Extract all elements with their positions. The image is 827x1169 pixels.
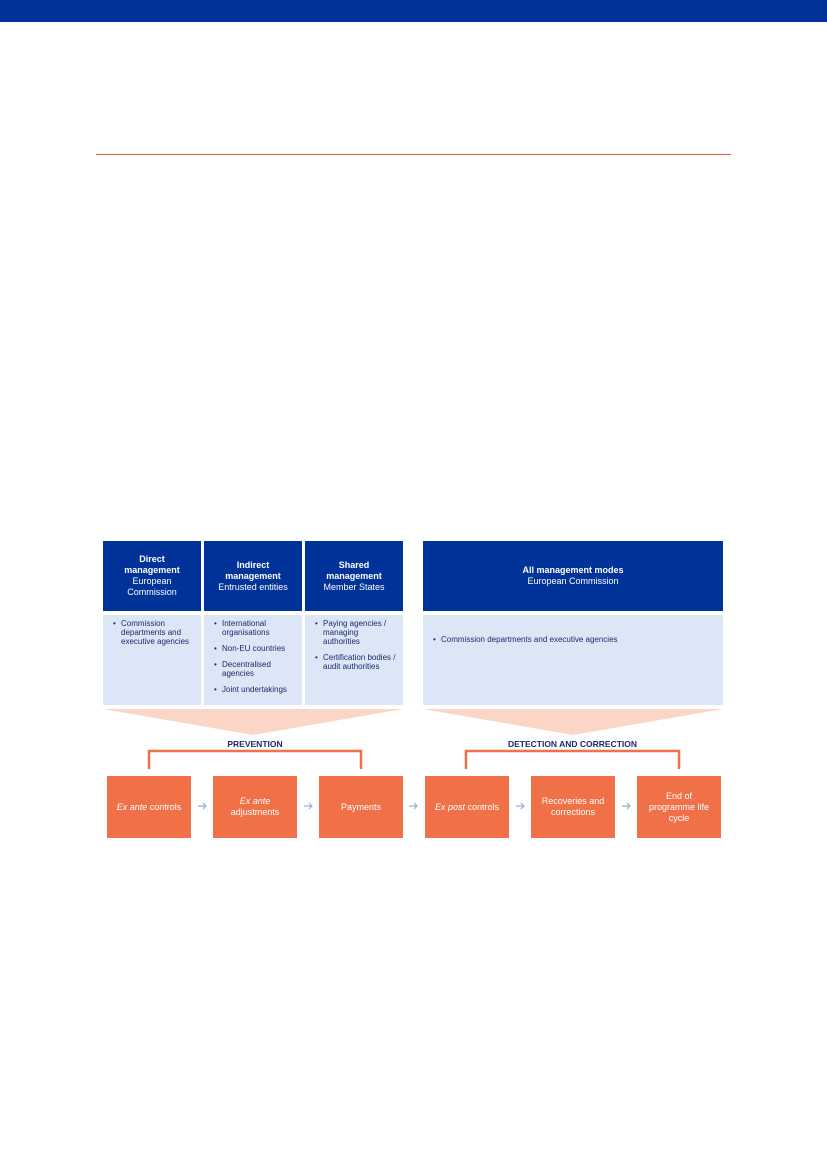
header-indirect: Indirect management Entrusted entities (204, 541, 302, 611)
list-item: Non-EU countries (214, 644, 296, 653)
body-shared: Paying agencies / managing authorities C… (305, 615, 403, 705)
step-ex-ante-controls: Ex ante controls (107, 776, 191, 838)
header-shared: Shared management Member States (305, 541, 403, 611)
list-item: Joint undertakings (214, 685, 296, 694)
list-item: Certification bodies / audit authorities (315, 653, 397, 671)
arrow-icon (198, 802, 207, 810)
step-italic: Ex ante (239, 796, 271, 806)
all-modes-title: All management modes (522, 565, 624, 575)
phase-brackets (147, 749, 681, 769)
step-ex-post-controls: Ex post controls (425, 776, 509, 838)
indirect-title-1: Indirect (236, 559, 270, 570)
list-item: Decentralised agencies (214, 660, 296, 678)
indirect-subtitle: Entrusted entities (218, 581, 288, 592)
bracket-detection (464, 749, 681, 769)
step-italic: Ex ante (116, 801, 148, 812)
direct-title-1: Direct (139, 554, 165, 564)
indirect-title-2: management (225, 570, 281, 581)
list-item: Commission departments and executive age… (433, 635, 717, 644)
arrow-icon (622, 802, 631, 810)
step-end-of-programme: End of programme life cycle (637, 776, 721, 838)
step-text: Recoveries and corrections (541, 796, 605, 817)
list-item: Commission departments and executive age… (113, 619, 195, 646)
arrow-icon (304, 802, 313, 810)
funnel-right (423, 709, 723, 735)
funnels (103, 709, 723, 735)
list-item: International organisations (214, 619, 296, 637)
all-modes-subtitle: European Commission (527, 576, 619, 586)
phase-prevention-label: PREVENTION (227, 739, 283, 749)
header-direct: Direct management European Commission (103, 541, 201, 611)
body-indirect: International organisations Non-EU count… (204, 615, 302, 705)
header-rule (96, 154, 731, 155)
step-italic: Ex post (434, 801, 465, 812)
header-all-modes: All management modes European Commission (423, 541, 723, 611)
body-all-modes: Commission departments and executive age… (423, 615, 723, 705)
step-text: End of programme life cycle (648, 790, 710, 823)
top-bar (0, 0, 827, 22)
step-text: Payments (340, 801, 382, 812)
control-cycle-diagram: Direct management European Commission In… (96, 535, 731, 843)
direct-title-2: management (124, 565, 180, 575)
funnel-left (103, 709, 403, 735)
shared-title-2: management (326, 570, 382, 581)
arrow-icon (516, 802, 525, 810)
step-text: adjustments (230, 807, 280, 817)
direct-subtitle: European Commission (127, 576, 177, 597)
bracket-prevention (147, 749, 363, 769)
step-text: controls (465, 801, 500, 812)
step-recoveries: Recoveries and corrections (531, 776, 615, 838)
phase-detection-label: DETECTION AND CORRECTION (507, 739, 638, 749)
shared-subtitle: Member States (323, 581, 385, 592)
shared-title-1: Shared (338, 559, 370, 570)
body-direct: Commission departments and executive age… (103, 615, 201, 705)
list-item: Paying agencies / managing authorities (315, 619, 397, 646)
arrow-icon (409, 802, 418, 810)
step-text: controls (147, 801, 182, 812)
step-payments: Payments (319, 776, 403, 838)
